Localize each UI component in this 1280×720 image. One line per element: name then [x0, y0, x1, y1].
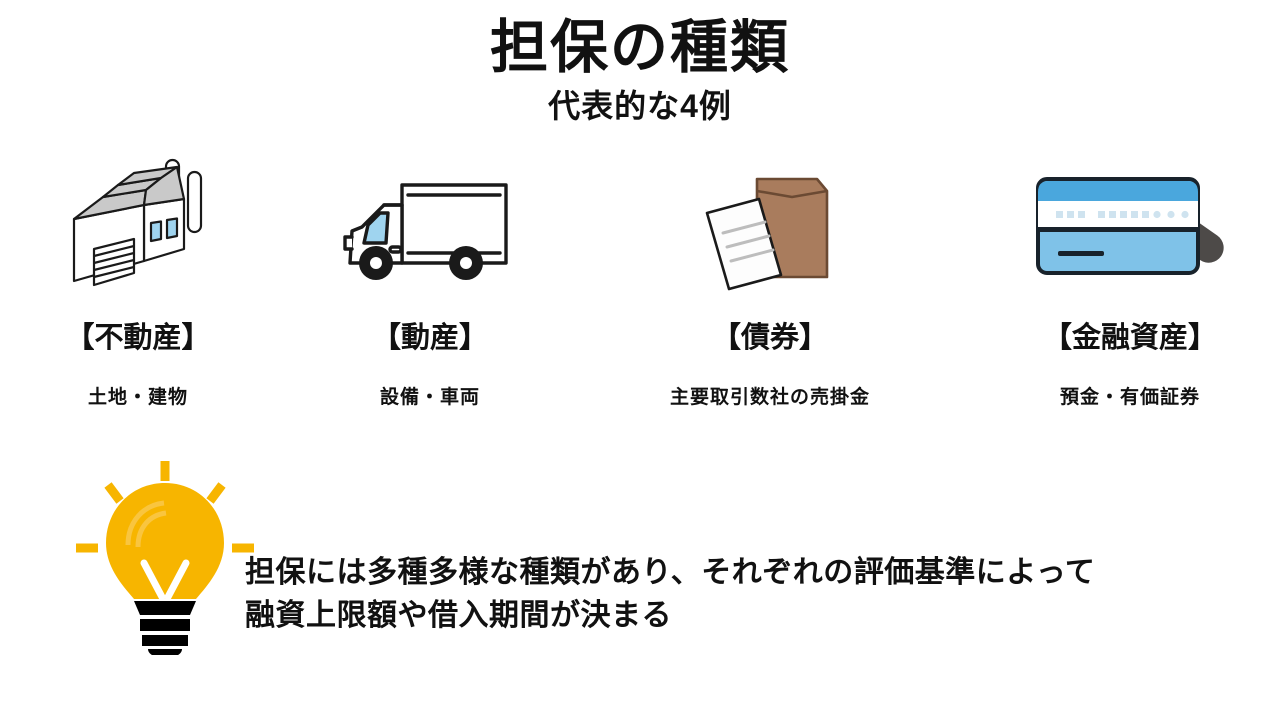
- note-text: 担保には多種多様な種類があり、それぞれの評価基準によって 融資上限額や借入期間が…: [245, 551, 1205, 637]
- slide-header: 担保の種類 代表的な4例: [0, 15, 1280, 124]
- category-label: 【金融資産】: [1042, 322, 1217, 354]
- truck-icon-wrap: [280, 152, 580, 302]
- note-line-2: 融資上限額や借入期間が決まる: [245, 599, 672, 632]
- category-sublabel: 設備・車両: [379, 387, 480, 408]
- category-sublabel: 預金・有価証券: [1059, 387, 1200, 408]
- factory-icon: [72, 158, 203, 287]
- category-sublabel: 主要取引数社の売掛金: [669, 387, 870, 408]
- factory-icon-wrap: [0, 152, 288, 302]
- page-subtitle: 代表的な4例: [548, 87, 732, 124]
- category-financial: 【金融資産】 預金・有価証券: [980, 152, 1280, 409]
- envelope-document-icon-wrap: [620, 152, 920, 302]
- note-line-1: 担保には多種多様な種類があり、それぞれの評価基準によって: [245, 556, 1096, 589]
- category-label: 【不動産】: [65, 322, 211, 354]
- category-label: 【動産】: [371, 322, 488, 354]
- lightbulb-icon-wrap: [70, 455, 260, 658]
- envelope-document-icon: [705, 177, 829, 291]
- page-title: 担保の種類: [489, 15, 790, 80]
- category-label: 【債券】: [711, 322, 828, 354]
- category-bonds: 【債券】 主要取引数社の売掛金: [620, 152, 920, 409]
- bottom-note: 担保には多種多様な種類があり、それぞれの評価基準によって 融資上限額や借入期間が…: [70, 455, 1210, 665]
- category-row: 【不動産】 土地・建物: [0, 152, 1280, 408]
- lightbulb-icon: [76, 461, 254, 658]
- bank-card-icon-wrap: [980, 152, 1280, 302]
- truck-icon: [343, 183, 508, 280]
- category-sublabel: 土地・建物: [87, 387, 188, 408]
- bank-card-icon: [1036, 177, 1224, 275]
- category-real-estate: 【不動産】 土地・建物: [0, 152, 288, 409]
- category-movables: 【動産】 設備・車両: [280, 152, 580, 409]
